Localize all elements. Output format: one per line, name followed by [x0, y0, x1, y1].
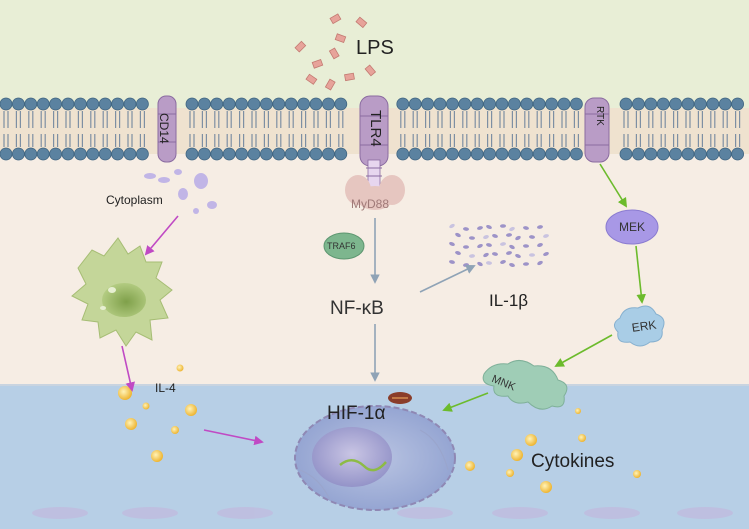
macrophage-cell — [71, 237, 173, 347]
cytoplasm-label: Cytoplasm — [106, 193, 163, 207]
il1b-label: IL-1β — [489, 291, 529, 310]
arrow-il4-to-hif — [203, 429, 264, 446]
mnk-node — [482, 360, 568, 410]
nfkb-label: NF-κB — [330, 298, 384, 319]
tlr4-label: TLR4 — [367, 110, 384, 147]
rtk-receptor — [584, 97, 610, 163]
bottom-lipid-ellipses — [32, 507, 733, 519]
hif1a-cell — [294, 392, 456, 511]
myd88-complex — [345, 175, 405, 210]
cytokines-label: Cytokines — [531, 451, 615, 472]
traf6-label: TRAF6 — [327, 241, 356, 251]
cytokine-granules — [465, 408, 641, 493]
il4-label: IL-4 — [155, 381, 176, 395]
arrow-erk-to-mnk — [554, 334, 613, 367]
erk-node — [614, 305, 665, 347]
arrow-rtk-to-mek — [599, 163, 628, 208]
cd14-label: CD14 — [157, 113, 171, 144]
extracellular-region — [0, 0, 749, 110]
arrow-nfkb-to-il1b — [419, 265, 476, 293]
arrow-mek-to-erk — [635, 245, 646, 304]
arrow-macrophage-to-il4 — [121, 345, 135, 392]
erk-label: ERK — [630, 317, 658, 335]
signal-arrows — [121, 163, 646, 446]
tlr4-receptor — [359, 95, 389, 191]
rtk-label: RTK — [594, 106, 605, 126]
mek-node — [605, 209, 659, 245]
arrow-vesicles-to-macrophage — [144, 215, 179, 256]
hif1a-label: HIF-1α — [327, 403, 386, 424]
arrow-mnk-to-hif — [442, 392, 489, 412]
cd14-receptor — [157, 95, 177, 163]
mek-label: MEK — [619, 220, 646, 234]
cytoplasm-vesicles — [144, 169, 217, 214]
myd88-label: MyD88 — [351, 197, 390, 211]
il1b-particles — [449, 223, 549, 267]
lps-label: LPS — [356, 37, 394, 59]
lps-fragments — [294, 13, 377, 91]
traf6-node — [323, 232, 365, 260]
